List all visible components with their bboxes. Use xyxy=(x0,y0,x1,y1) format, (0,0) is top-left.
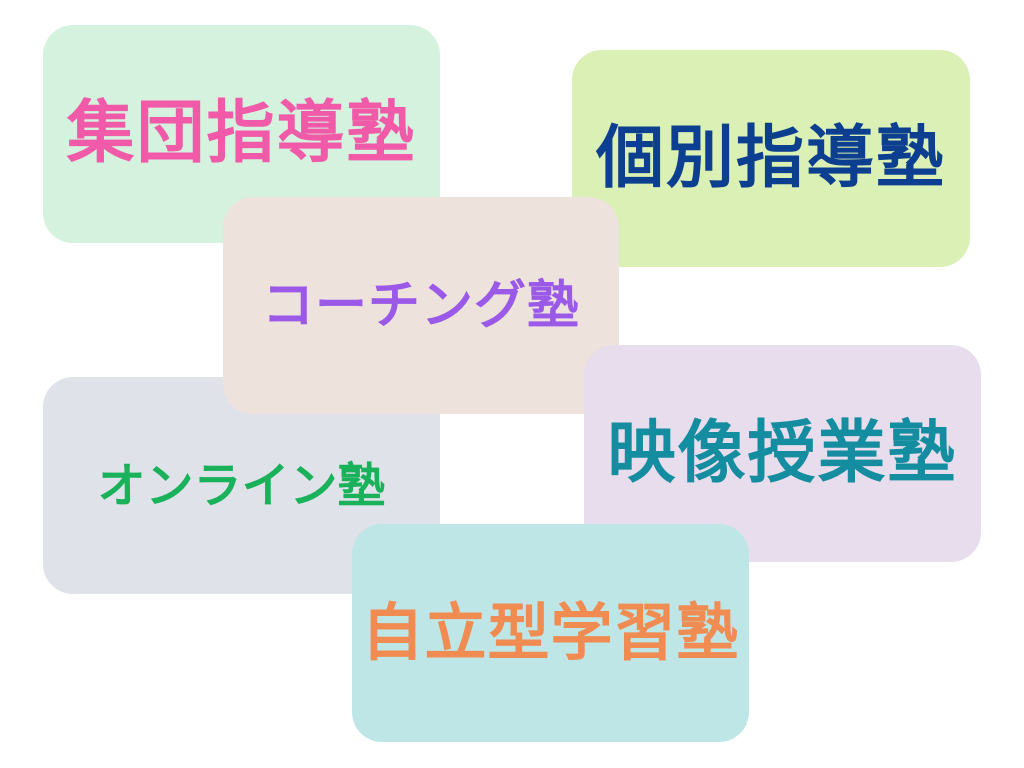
card-coaching-label: コーチング塾 xyxy=(261,275,580,336)
card-self-study-label: 自立型学習塾 xyxy=(361,596,740,669)
card-individual-instruction[interactable]: 個別指導塾 xyxy=(572,50,970,267)
card-coaching[interactable]: コーチング塾 xyxy=(223,197,619,414)
card-group-instruction-label: 集団指導塾 xyxy=(66,94,417,173)
card-online-label: オンライン塾 xyxy=(97,457,386,514)
card-self-study[interactable]: 自立型学習塾 xyxy=(352,524,749,742)
card-video-lessons-label: 映像授業塾 xyxy=(607,413,958,493)
card-individual-instruction-label: 個別指導塾 xyxy=(595,118,946,198)
